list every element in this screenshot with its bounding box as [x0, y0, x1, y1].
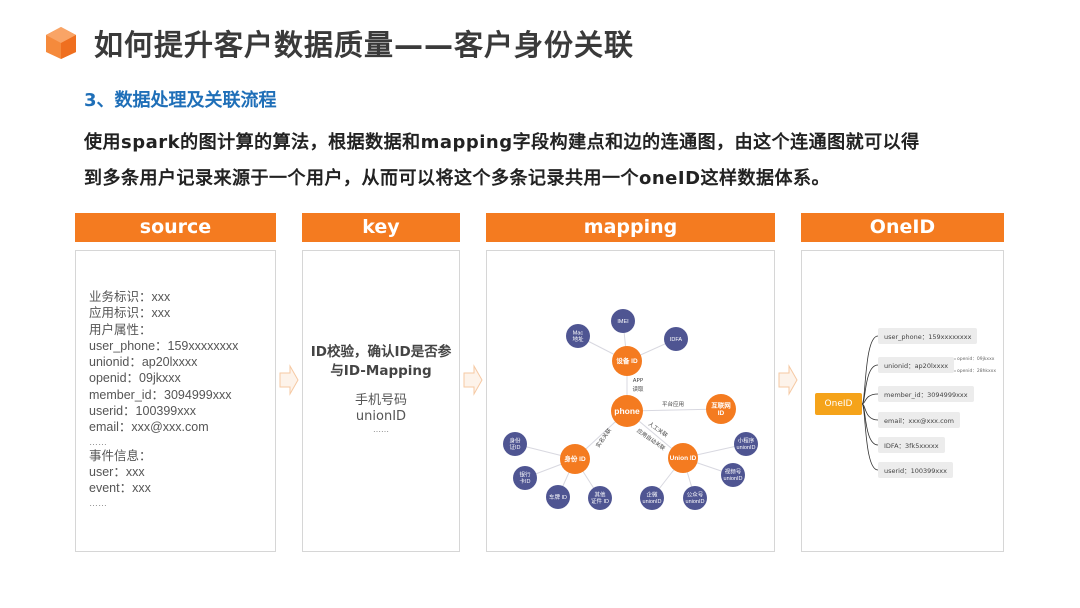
logo-cube-icon: [46, 27, 76, 59]
node-label: unionID: [737, 445, 756, 451]
connector: [861, 393, 879, 405]
source-header: source: [75, 213, 276, 242]
source-line: email：xxx@xxx.com: [89, 420, 209, 435]
key-item: unionID: [355, 409, 407, 424]
source-line: 事件信息：: [89, 448, 152, 463]
key-list: 手机号码 unionID ……: [303, 393, 459, 435]
oneid-item: member_id：3094999xxx: [878, 386, 974, 402]
key-item: ……: [373, 425, 389, 434]
oneid-item: userid：100399xxx: [878, 462, 953, 478]
source-line: member_id：3094999xxx: [89, 387, 232, 402]
node-label: Union ID: [670, 455, 697, 462]
graph-node-plate: 车牌 ID: [546, 485, 570, 509]
source-line: ……: [89, 497, 107, 508]
node-label: 身份: [509, 437, 521, 445]
connector: [861, 403, 879, 471]
source-line: ……: [89, 436, 107, 447]
source-line: event：xxx: [89, 481, 151, 496]
key-header: key: [302, 213, 460, 242]
key-title-line: 与ID-Mapping: [330, 363, 432, 379]
node-label: 企微: [646, 491, 658, 499]
node-label: 地址: [572, 335, 584, 343]
graph-node-union: Union ID: [668, 443, 698, 473]
node-label: 公众号: [687, 492, 704, 499]
connector: [861, 364, 879, 405]
node-label: 证件 ID: [591, 497, 609, 505]
node-label: 其他: [594, 491, 606, 499]
description-line-2: 到多条用户记录来源于一个用户，从而可以将这个多条记录共用一个oneID这样数据体…: [84, 168, 831, 189]
node-label: IMEI: [617, 319, 629, 325]
key-title: ID校验，确认ID是否参 与ID-Mapping: [303, 343, 459, 381]
oneid-item: email：xxx@xxx.com: [878, 412, 960, 428]
graph-node-identity: 身份 ID: [560, 444, 590, 474]
source-line: user：xxx: [89, 464, 145, 479]
oneid-connectors: [861, 335, 956, 471]
page-title: 如何提升客户数据质量——客户身份关联: [94, 28, 635, 62]
arrow-right-icon: [279, 364, 299, 396]
edge-label: 实名关联: [594, 426, 613, 449]
key-panel: ID校验，确认ID是否参 与ID-Mapping 手机号码 unionID ……: [302, 250, 460, 552]
source-line: userid：100399xxx: [89, 404, 197, 419]
source-line: 用户属性：: [89, 322, 152, 337]
edge-label: 平台应用: [662, 400, 684, 408]
graph-node-imei: IMEI: [611, 309, 635, 333]
connector: [861, 403, 879, 446]
oneid-center-node: OneID: [815, 393, 862, 415]
node-label: unionID: [643, 499, 662, 505]
node-label: phone: [614, 406, 640, 416]
oneid-sub-item: openid：09jkxxx: [957, 357, 995, 362]
node-label: Mac: [573, 331, 584, 337]
node-label: 小程序: [738, 437, 755, 445]
key-title-line: ID校验，确认ID是否参: [310, 344, 452, 360]
node-label: 银行: [519, 471, 531, 479]
source-line: unionid：ap20lxxxx: [89, 355, 198, 370]
edge-label: APP: [633, 378, 644, 384]
node-label: unionID: [724, 476, 743, 482]
graph-node-device: 设备 ID: [612, 346, 642, 376]
node-label: 车牌 ID: [549, 493, 567, 501]
oneid-header: OneID: [801, 213, 1004, 242]
source-line: user_phone：159xxxxxxxx: [89, 338, 239, 353]
node-label: 互联网: [711, 400, 731, 409]
node-label: 设备 ID: [616, 356, 638, 365]
oneid-panel: OneID user_phone：159xxxxxxxx unionid：ap20…: [801, 250, 1004, 552]
source-line: 应用标识：xxx: [89, 306, 171, 321]
description-line-1: 使用spark的图计算的算法，根据数据和mapping字段构建点和边的连通图，由…: [84, 132, 920, 153]
source-line: 业务标识：xxx: [89, 290, 171, 304]
node-label: IDFA: [670, 337, 683, 343]
arrow-right-icon: [778, 364, 798, 396]
node-label: 卡ID: [519, 477, 530, 485]
mapping-header: mapping: [486, 213, 775, 242]
edge-label: 读取: [632, 385, 644, 393]
oneid-item: IDFA：3fk5xxxxx: [878, 437, 945, 453]
oneid-sub-item: openid：28hkxxx: [957, 369, 997, 374]
oneid-item: unionid：ap20lxxxx: [878, 357, 955, 373]
section-subtitle: 3、数据处理及关联流程: [84, 90, 277, 111]
graph-node-phone: phone: [611, 395, 643, 427]
node-label: 视频号: [725, 468, 742, 476]
node-label: 证ID: [509, 444, 520, 451]
source-line: openid：09jkxxx: [89, 371, 181, 386]
node-label: 身份 ID: [564, 454, 586, 463]
node-label: ID: [718, 410, 725, 417]
oneid-item: user_phone：159xxxxxxxx: [878, 328, 978, 344]
node-label: unionID: [686, 499, 705, 505]
graph-node-idfa: IDFA: [664, 327, 688, 351]
key-item: 手机号码: [354, 393, 407, 408]
arrow-right-icon: [463, 364, 483, 396]
